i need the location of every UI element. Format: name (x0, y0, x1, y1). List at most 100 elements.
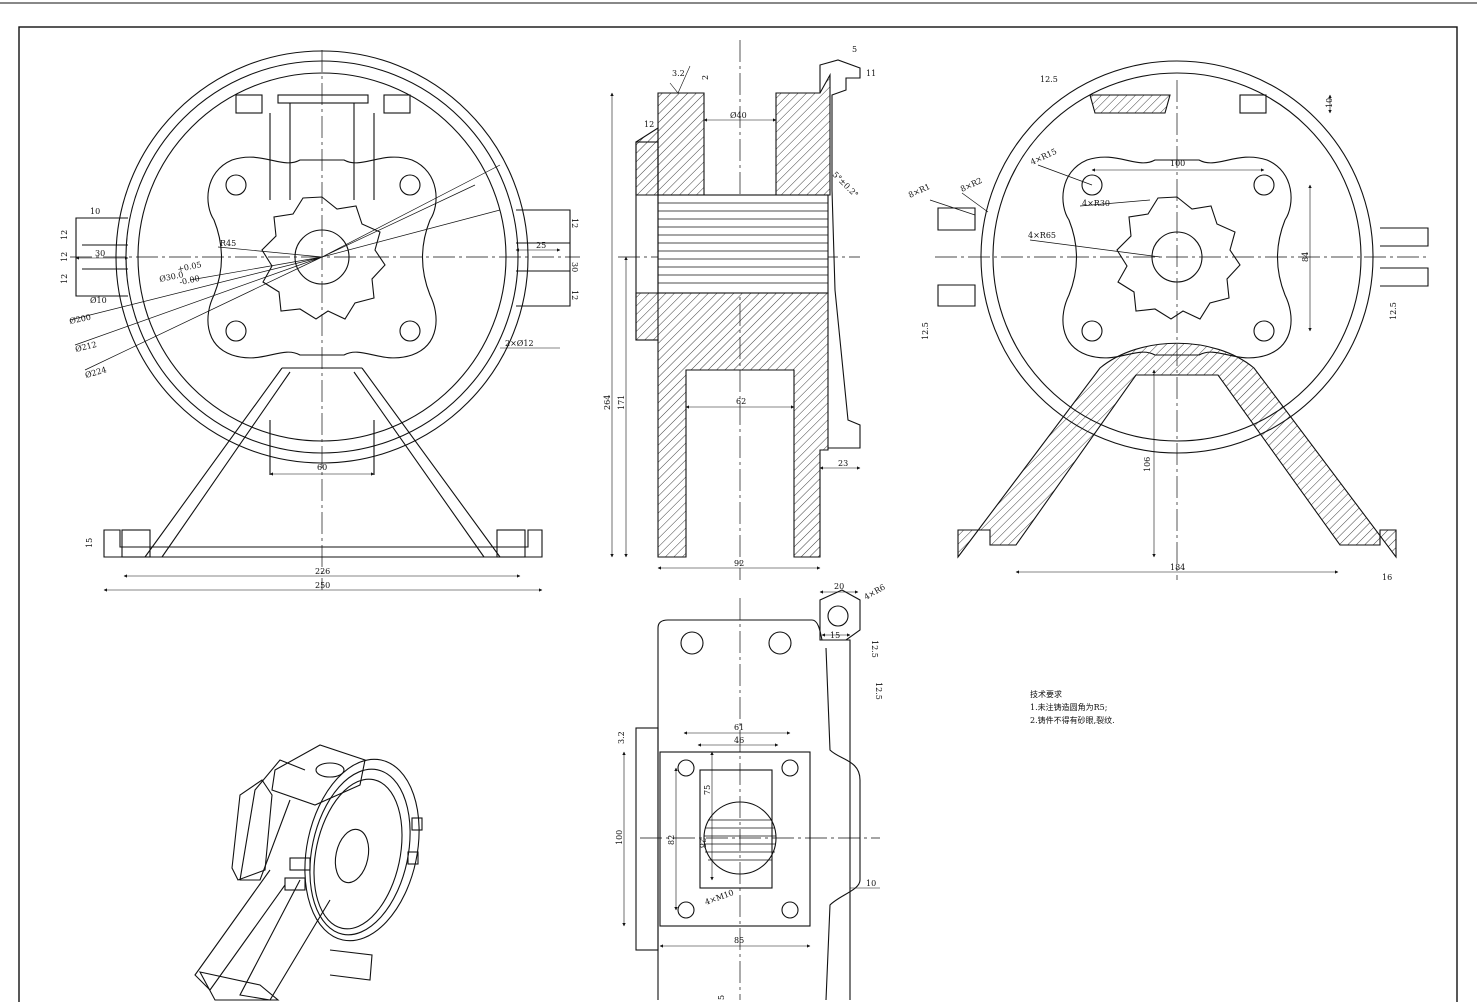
label-rough-3-2: 3.2 (672, 69, 685, 78)
label-rough-12-5-right: 12.5 (1389, 302, 1398, 320)
label-w226: 226 (315, 567, 330, 576)
section-upper-left-wall (635, 126, 659, 196)
section-right-profile (819, 59, 861, 449)
thread-lines (658, 202, 828, 284)
label-bore-tol-upper: +0.05 (177, 260, 203, 274)
label-w250: 250 (315, 581, 330, 590)
front-base-pad-r (496, 529, 526, 558)
label-h12-c: 12 (60, 274, 69, 284)
label-r1: 8×R1 (907, 182, 932, 200)
iso-lug-l2 (284, 877, 306, 891)
drawing-border (18, 26, 1458, 1002)
label-d212: Ø212 (74, 340, 97, 354)
front-top-lug-l (235, 94, 263, 114)
front-leg-right (353, 367, 501, 558)
label-w10: 10 (90, 207, 100, 216)
bore-circle (294, 229, 350, 285)
side-top-boss-right (1239, 94, 1267, 114)
side-top-boss-hatch (1089, 94, 1171, 114)
section-view (618, 40, 861, 580)
label-r15: 4×R15 (1029, 147, 1058, 167)
side-bore-circle (1151, 231, 1203, 283)
front-bolt-hole-bl (225, 320, 247, 342)
label-h12-a: 12 (60, 230, 69, 240)
front-bolt-hole-tl (225, 174, 247, 196)
label-rough-12-5-top: 12.5 (1040, 75, 1058, 84)
front-center-window (269, 367, 375, 475)
label-side-d100: 100 (1170, 159, 1185, 168)
top-view (635, 589, 880, 1001)
label-top-m10: 4×M10 (704, 888, 735, 907)
label-d224: Ø224 (84, 365, 107, 380)
top-m10-hole-bl (677, 901, 695, 919)
label-d92: 92 (734, 559, 744, 568)
label-top-d28: 28 (698, 838, 707, 848)
side-bolt-hole-tr (1253, 174, 1275, 196)
top-right-profile (825, 647, 861, 1001)
label-d62: 62 (736, 397, 746, 406)
label-top-d20: 20 (834, 582, 844, 591)
front-leg-left (144, 367, 291, 558)
label-w25: 25 (536, 241, 546, 250)
front-base-pad-l (121, 529, 151, 558)
front-right-lug (516, 209, 571, 307)
top-labels: 20 4×R6 15 12.5 12.5 3.2 61 46 75 100 82… (615, 582, 887, 1000)
label-taper: 5°±0.2° (831, 170, 860, 199)
label-r45: R45 (220, 239, 236, 248)
front-top-boss (277, 94, 369, 104)
label-d200: Ø200 (69, 313, 92, 326)
top-bolt-hole-2 (768, 631, 792, 655)
front-leader-lines (69, 164, 501, 371)
iso-lug-r1 (411, 817, 423, 831)
top-outline (657, 619, 851, 1000)
label-bore-tol-lower: -0.00 (179, 274, 201, 287)
top-flange-face (635, 727, 659, 951)
side-leg-hatch (957, 342, 1397, 559)
label-d5: 5 (852, 45, 857, 54)
top-dimensions (622, 590, 880, 948)
top-spline-circle (703, 801, 777, 875)
side-spline-gear (1116, 196, 1241, 320)
side-flange-plate (1062, 156, 1292, 359)
label-d2: 2 (701, 75, 710, 80)
section-left-flange (635, 141, 659, 341)
top-m10-hole-tr (781, 759, 799, 777)
side-bolt-hole-tl (1081, 174, 1103, 196)
label-top-d82: 82 (667, 835, 676, 845)
section-upper-left-hatch (657, 72, 831, 211)
label-top-d10: 10 (866, 879, 876, 888)
top-lug-hole (827, 605, 849, 627)
iso-ring-2 (309, 768, 411, 936)
notes-line-1: 1.未注铸造圆角为R5; (1030, 702, 1107, 712)
side-outer-circle (980, 60, 1374, 454)
iso-lug-r2 (407, 851, 419, 865)
iso-outer-ring (304, 758, 420, 942)
label-h12-r1: 12 (570, 218, 579, 228)
iso-top-boss (271, 744, 366, 806)
side-view (929, 60, 1430, 580)
top-bolt-hole-1 (680, 631, 704, 655)
side-left-lug (937, 207, 976, 307)
label-d184: 184 (1170, 563, 1185, 572)
label-h15: 15 (85, 538, 94, 548)
label-d40: Ø40 (730, 111, 747, 120)
label-r65: 4×R65 (1028, 231, 1056, 240)
front-view-dimensions (75, 248, 561, 592)
label-top-r6: 4×R6 (863, 582, 887, 601)
label-w60: 60 (317, 463, 327, 472)
front-top-rib (269, 103, 375, 200)
front-view (69, 50, 580, 590)
label-h12-b: 12 (60, 252, 69, 262)
label-top-d85: 85 (734, 936, 744, 945)
front-bolt-hole-br (399, 320, 421, 342)
section-roughness-symbol (669, 65, 691, 94)
label-top-d61: 61 (734, 723, 744, 732)
top-flange-inner (699, 769, 773, 889)
side-bolt-hole-br (1253, 320, 1275, 342)
front-bolt-hole-tr (399, 174, 421, 196)
label-top-d75: 75 (703, 785, 712, 795)
isometric-view (194, 744, 423, 1001)
top-m10-hole-br (781, 901, 799, 919)
side-inner-circle (992, 72, 1362, 442)
spline-gear (261, 196, 386, 320)
